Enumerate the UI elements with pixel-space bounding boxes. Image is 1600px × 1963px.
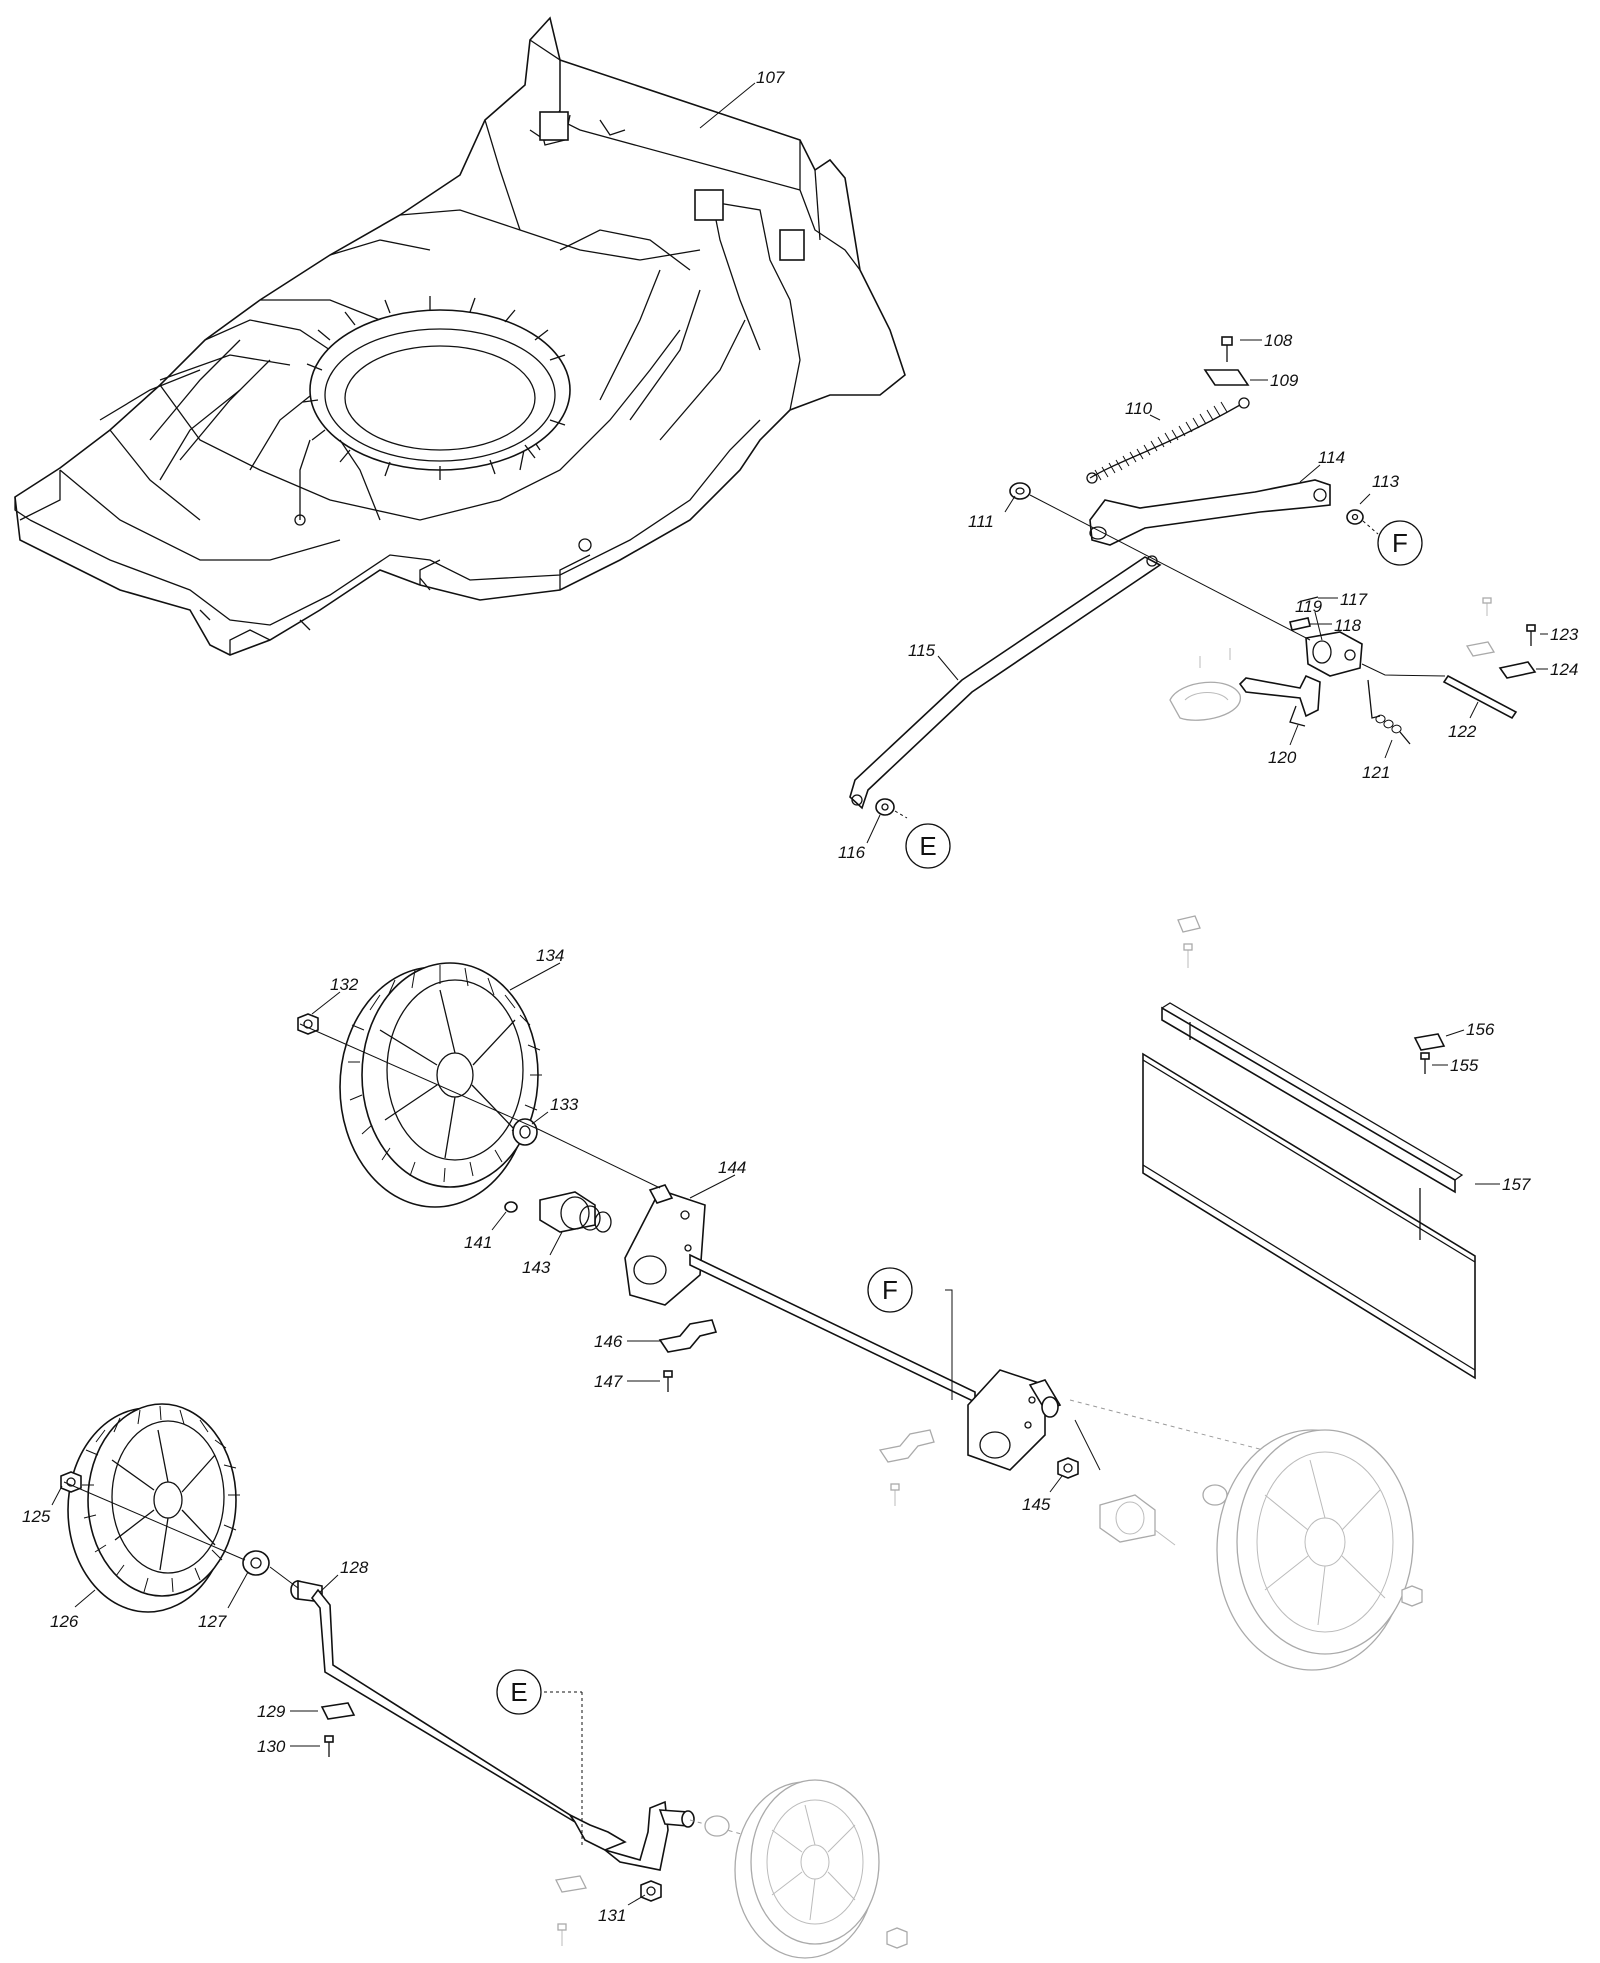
washer-116 xyxy=(875,798,895,816)
label-132: 132 xyxy=(330,975,359,994)
ghost-rear-wheel-right xyxy=(1069,1399,1423,1671)
label-130: 130 xyxy=(257,1737,286,1756)
label-134: 134 xyxy=(536,946,564,965)
label-119: 119 xyxy=(1295,597,1323,616)
rod-115 xyxy=(849,555,1162,810)
plate-124 xyxy=(1465,641,1537,679)
label-109: 109 xyxy=(1270,371,1299,390)
wheel-126 xyxy=(67,1403,240,1613)
lever-114 xyxy=(1089,479,1331,546)
label-146: 146 xyxy=(594,1332,623,1351)
label-107: 107 xyxy=(756,68,785,87)
axle-128 xyxy=(290,1580,695,1871)
label-127: 127 xyxy=(198,1612,227,1631)
lever-120 xyxy=(1238,674,1321,727)
bolt-108 xyxy=(1221,336,1233,362)
label-155: 155 xyxy=(1450,1056,1479,1075)
callout-e-bottom-label: E xyxy=(510,1677,527,1707)
callout-e-top: E xyxy=(905,823,951,869)
plate-109 xyxy=(1203,369,1250,386)
label-125: 125 xyxy=(22,1507,51,1526)
label-141: 141 xyxy=(464,1233,492,1252)
label-157: 157 xyxy=(1502,1175,1531,1194)
pin-118 xyxy=(1289,617,1311,631)
label-108: 108 xyxy=(1264,331,1293,350)
handle-cover xyxy=(1169,648,1241,721)
label-113: 113 xyxy=(1372,472,1400,491)
label-128: 128 xyxy=(340,1558,369,1577)
flap-157 xyxy=(1142,915,1476,1380)
callout-e-top-label: E xyxy=(919,831,936,861)
label-117: 117 xyxy=(1340,590,1368,609)
callout-f-mid: F xyxy=(867,1267,913,1313)
assembly-lines xyxy=(63,494,1446,1845)
label-123: 123 xyxy=(1550,625,1579,644)
label-144: 144 xyxy=(718,1158,746,1177)
shaft-122 xyxy=(1442,674,1518,720)
label-116: 116 xyxy=(838,843,866,862)
screw-141 xyxy=(504,1201,518,1213)
clip-146 xyxy=(658,1319,718,1353)
bracket-right xyxy=(967,1369,1062,1471)
labels: 107 108 109 110 111 113 114 115 116 117 … xyxy=(22,68,1579,1925)
label-122: 122 xyxy=(1448,722,1477,741)
bracket-144 xyxy=(624,1184,706,1306)
screw-130 xyxy=(324,1735,334,1757)
label-124: 124 xyxy=(1550,660,1578,679)
label-126: 126 xyxy=(50,1612,79,1631)
screw-155 xyxy=(1420,1052,1430,1074)
spring-121 xyxy=(1367,679,1411,745)
label-110: 110 xyxy=(1125,399,1153,418)
screw-147 xyxy=(663,1370,673,1392)
plate-129 xyxy=(320,1702,356,1720)
callout-f-mid-label: F xyxy=(882,1275,898,1305)
callout-f-top: F xyxy=(1377,520,1423,566)
label-118: 118 xyxy=(1334,616,1362,635)
label-129: 129 xyxy=(257,1702,286,1721)
label-147: 147 xyxy=(594,1372,623,1391)
callout-f-top-label: F xyxy=(1392,528,1408,558)
plate-156 xyxy=(1413,1033,1446,1051)
ghost-front-wheel-right xyxy=(689,1779,908,1959)
spring-110 xyxy=(1086,397,1250,484)
callout-e-bottom: E xyxy=(496,1669,542,1715)
label-143: 143 xyxy=(522,1258,551,1277)
nut-132 xyxy=(297,1013,319,1035)
ghost-clip-front xyxy=(555,1875,587,1946)
washer-113 xyxy=(1346,509,1364,525)
label-156: 156 xyxy=(1466,1020,1495,1039)
label-133: 133 xyxy=(550,1095,579,1114)
pulley-143 xyxy=(539,1191,612,1233)
nut-111 xyxy=(1009,482,1031,500)
housing-119 xyxy=(1305,631,1363,677)
rear-axle xyxy=(689,1253,976,1404)
bushing-127 xyxy=(242,1550,270,1576)
label-131: 131 xyxy=(598,1906,626,1925)
ghost-clip-right xyxy=(878,1429,935,1506)
label-114: 114 xyxy=(1318,448,1345,467)
clip-117 xyxy=(1301,596,1319,602)
label-111: 111 xyxy=(968,512,994,531)
nut-145 xyxy=(1057,1457,1079,1479)
screw-123 xyxy=(1482,597,1536,646)
label-115: 115 xyxy=(908,641,936,660)
label-145: 145 xyxy=(1022,1495,1051,1514)
label-120: 120 xyxy=(1268,748,1297,767)
deck-107 xyxy=(14,16,906,656)
label-121: 121 xyxy=(1362,763,1390,782)
wheel-134 xyxy=(339,962,542,1208)
nut-131 xyxy=(640,1880,662,1902)
